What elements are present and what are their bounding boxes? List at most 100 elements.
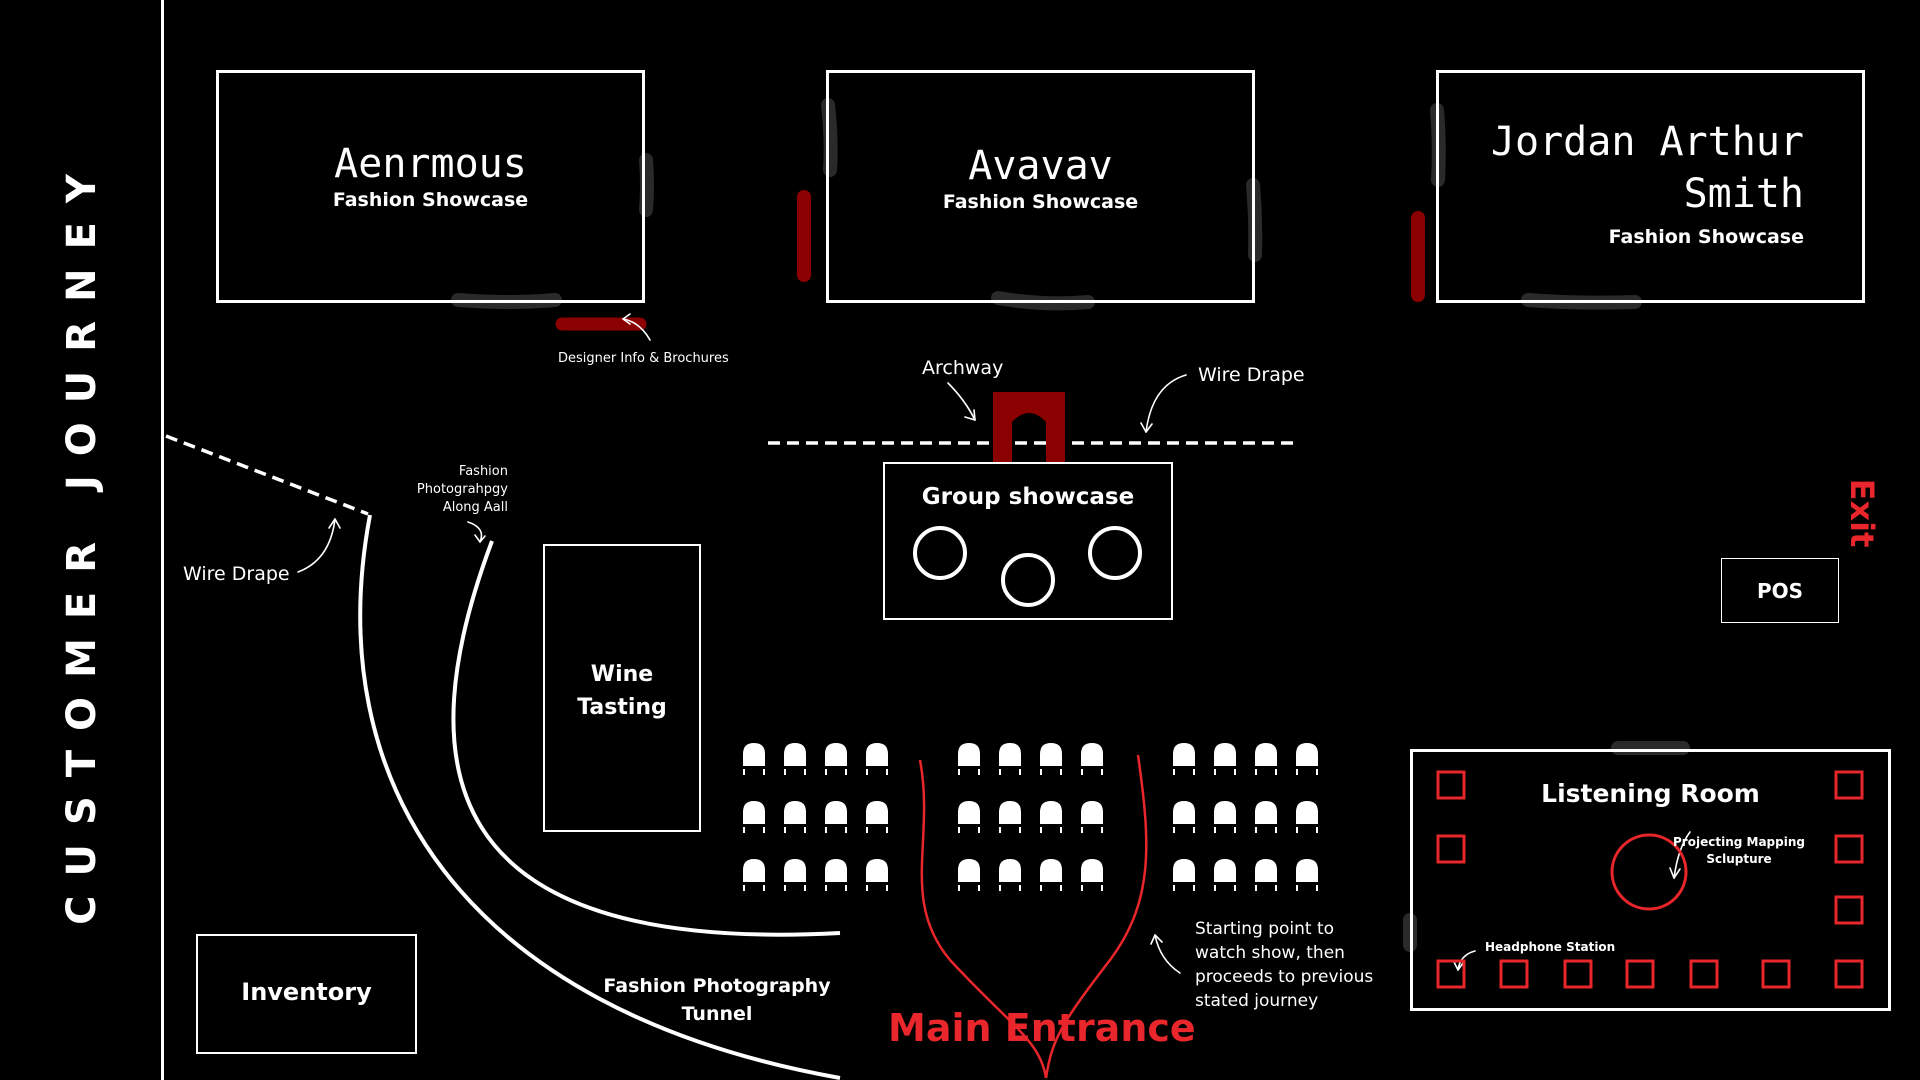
pos-label: POS [1756, 579, 1804, 603]
arrow [328, 518, 341, 529]
projecting-line: Sclupture [1706, 852, 1772, 866]
headphone-stations [1436, 770, 1864, 989]
pedestal [1001, 553, 1055, 607]
wire-drape-label-left: Wire Drape [183, 563, 290, 585]
audience-seat [1081, 859, 1103, 891]
audience-seat [1040, 801, 1062, 833]
audience-seat [825, 859, 847, 891]
wine-tasting-line: Wine [590, 662, 654, 687]
entrance-path-line [918, 759, 1048, 1079]
wire-drapes [165, 434, 1295, 516]
fashion-wall-line: Along Aall [442, 500, 508, 515]
audience-seat [866, 859, 888, 891]
arrow [1150, 934, 1163, 945]
audience-seat [958, 801, 980, 833]
headphone-station [1834, 895, 1864, 925]
headphone-station-label: Headphone Station [1485, 940, 1616, 954]
audience-seat [1214, 859, 1236, 891]
arrow [1669, 867, 1681, 879]
red-panels [555, 190, 1425, 331]
audience-seat [1255, 859, 1277, 891]
audience-seat [1081, 801, 1103, 833]
arrow [1154, 934, 1181, 974]
audience-seat [1040, 743, 1062, 775]
curtain [639, 153, 654, 217]
arrow [467, 521, 483, 543]
headphone-station [1436, 834, 1466, 864]
tunnel-inner-wall [451, 540, 841, 937]
headphone-station [1499, 959, 1529, 989]
audience-seat [866, 801, 888, 833]
arrow [474, 534, 486, 543]
entrance-path [918, 754, 1148, 1079]
audience-seat [1214, 801, 1236, 833]
arrow [1145, 374, 1187, 433]
listening-room-label: Listening Room [1541, 779, 1760, 808]
wine-tasting-line: Tasting [577, 695, 667, 720]
audience-seat [958, 743, 980, 775]
showcase-room-avavav: Avavav Fashion Showcase [826, 70, 1255, 303]
audience-seat [1081, 743, 1103, 775]
fashion-wall-line: Photograhpgy [416, 482, 508, 497]
headphone-station [1625, 959, 1655, 989]
audience-seat [1173, 859, 1195, 891]
pedestal [1088, 526, 1142, 580]
audience-seat [784, 743, 806, 775]
starting-point-line: Starting point to [1195, 919, 1335, 939]
exit-label: Exit [1843, 478, 1881, 548]
main-entrance-label: Main Entrance [888, 1006, 1196, 1050]
wine-tasting-area: Wine Tasting [543, 544, 701, 832]
tunnel-label-line: Fashion Photography [603, 975, 831, 997]
inventory-room: Inventory [196, 934, 417, 1054]
audience-seat [743, 801, 765, 833]
showcase-title: Aenrmous [334, 141, 527, 187]
fashion-wall-label: Fashion Photograhpgy Along Aall [392, 463, 508, 517]
headphone-station [1436, 770, 1466, 800]
audience-seat [825, 801, 847, 833]
showcase-subtitle: Fashion Showcase [942, 191, 1139, 213]
wire-drape-label-top: Wire Drape [1198, 364, 1305, 386]
showcase-pedestals [913, 526, 1142, 607]
headphone-station [1834, 959, 1864, 989]
headphone-station [1834, 834, 1864, 864]
showcase-room-aenrmous: Aenrmous Fashion Showcase [216, 70, 645, 303]
audience-seat [1214, 743, 1236, 775]
group-showcase-area: Group showcase [883, 462, 1173, 620]
arrow [964, 409, 976, 421]
audience-seat [1040, 859, 1062, 891]
fashion-wall-line: Fashion [458, 464, 508, 479]
pedestal [913, 526, 967, 580]
showcase-title: Avavav [968, 143, 1113, 189]
projecting-mapping-label: Projecting Mapping Sclupture [1669, 834, 1809, 868]
headphone-station [1563, 959, 1593, 989]
listening-room-details [1610, 833, 1688, 911]
group-showcase-label: Group showcase [921, 484, 1135, 510]
arrow [297, 518, 336, 573]
starting-point-line: stated journey [1195, 991, 1319, 1011]
headphone-station [1436, 959, 1466, 989]
showcase-title-line1: Jordan Arthur [1490, 119, 1804, 165]
arrow [622, 313, 631, 325]
audience-seat [999, 743, 1021, 775]
designer-info-label: Designer Info & Brochures [558, 351, 729, 366]
audience-seat [784, 859, 806, 891]
audience-seat [866, 743, 888, 775]
audience-seat [1296, 801, 1318, 833]
photography-tunnel [358, 514, 841, 1080]
arrow [1457, 950, 1476, 971]
projection-sculpture [1610, 833, 1688, 911]
audience-seat [1173, 743, 1195, 775]
headphone-station [1761, 959, 1791, 989]
starting-point-line: watch show, then [1195, 943, 1345, 963]
arrow [947, 382, 976, 421]
wine-tasting-label: Wine Tasting [545, 658, 699, 724]
wire-drape-left [165, 434, 369, 516]
starting-point-line: proceeds to previous [1195, 967, 1374, 987]
arrow [1140, 422, 1153, 433]
showcase-room-jordan-arthur-smith: Jordan Arthur Smith Fashion Showcase [1436, 70, 1865, 303]
inventory-label: Inventory [241, 978, 372, 1006]
showcase-subtitle: Fashion Showcase [1608, 226, 1804, 248]
headphone-station [1834, 770, 1864, 800]
headphone-station [1689, 959, 1719, 989]
starting-point-note: Starting point to watch show, then proce… [1195, 917, 1373, 1013]
